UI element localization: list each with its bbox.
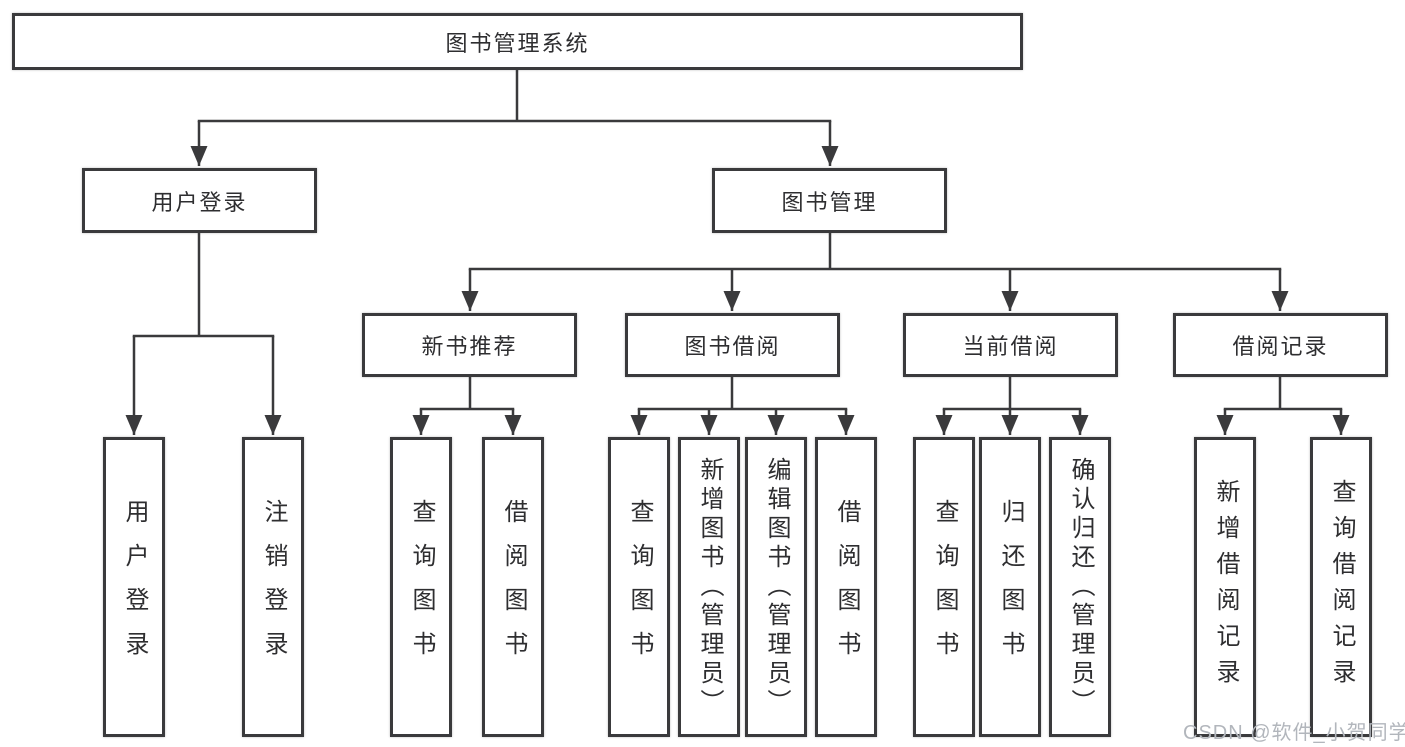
leaf-borrow-books-borrowing-label: 借阅图书 bbox=[833, 499, 860, 675]
leaf-return-book-label: 归还图书 bbox=[997, 499, 1024, 675]
leaf-query-books-current-label: 查询图书 bbox=[931, 499, 958, 675]
leaf-query-borrow-record-label: 查询借阅记录 bbox=[1328, 479, 1355, 695]
watermark: CSDN @软件_小贺同学 bbox=[1183, 722, 1405, 744]
leaf-query-books-borrowing-label: 查询图书 bbox=[626, 499, 653, 675]
leaf-borrow-books-borrowing: 借阅图书 bbox=[815, 437, 877, 737]
leaf-confirm-return-admin-label: 确认归还（管理员） bbox=[1067, 456, 1094, 718]
node-root: 图书管理系统 bbox=[12, 13, 1023, 70]
leaf-edit-book-admin: 编辑图书（管理员） bbox=[745, 437, 807, 737]
leaf-add-book-admin-label: 新增图书（管理员） bbox=[696, 456, 723, 718]
leaf-add-borrow-record: 新增借阅记录 bbox=[1194, 437, 1256, 737]
leaf-query-books-borrowing: 查询图书 bbox=[608, 437, 670, 737]
leaf-user-login: 用户登录 bbox=[103, 437, 165, 737]
leaf-query-borrow-record: 查询借阅记录 bbox=[1310, 437, 1372, 737]
node-current-borrowing: 当前借阅 bbox=[903, 313, 1118, 377]
leaf-logout-label: 注销登录 bbox=[260, 499, 287, 675]
leaf-query-books-recommend-label: 查询图书 bbox=[408, 499, 435, 675]
leaf-add-borrow-record-label: 新增借阅记录 bbox=[1212, 479, 1239, 695]
leaf-add-book-admin: 新增图书（管理员） bbox=[678, 437, 740, 737]
leaf-logout: 注销登录 bbox=[242, 437, 304, 737]
leaf-edit-book-admin-label: 编辑图书（管理员） bbox=[763, 456, 790, 718]
node-book-borrowing: 图书借阅 bbox=[625, 313, 840, 377]
leaf-user-login-label: 用户登录 bbox=[121, 499, 148, 675]
leaf-borrow-books-recommend: 借阅图书 bbox=[482, 437, 544, 737]
leaf-query-books-recommend: 查询图书 bbox=[390, 437, 452, 737]
leaf-borrow-books-recommend-label: 借阅图书 bbox=[500, 499, 527, 675]
node-new-book-recommend: 新书推荐 bbox=[362, 313, 577, 377]
node-borrow-records: 借阅记录 bbox=[1173, 313, 1388, 377]
node-book-management: 图书管理 bbox=[712, 168, 947, 233]
leaf-confirm-return-admin: 确认归还（管理员） bbox=[1049, 437, 1111, 737]
leaf-query-books-current: 查询图书 bbox=[913, 437, 975, 737]
node-user-login: 用户登录 bbox=[82, 168, 317, 233]
leaf-return-book: 归还图书 bbox=[979, 437, 1041, 737]
